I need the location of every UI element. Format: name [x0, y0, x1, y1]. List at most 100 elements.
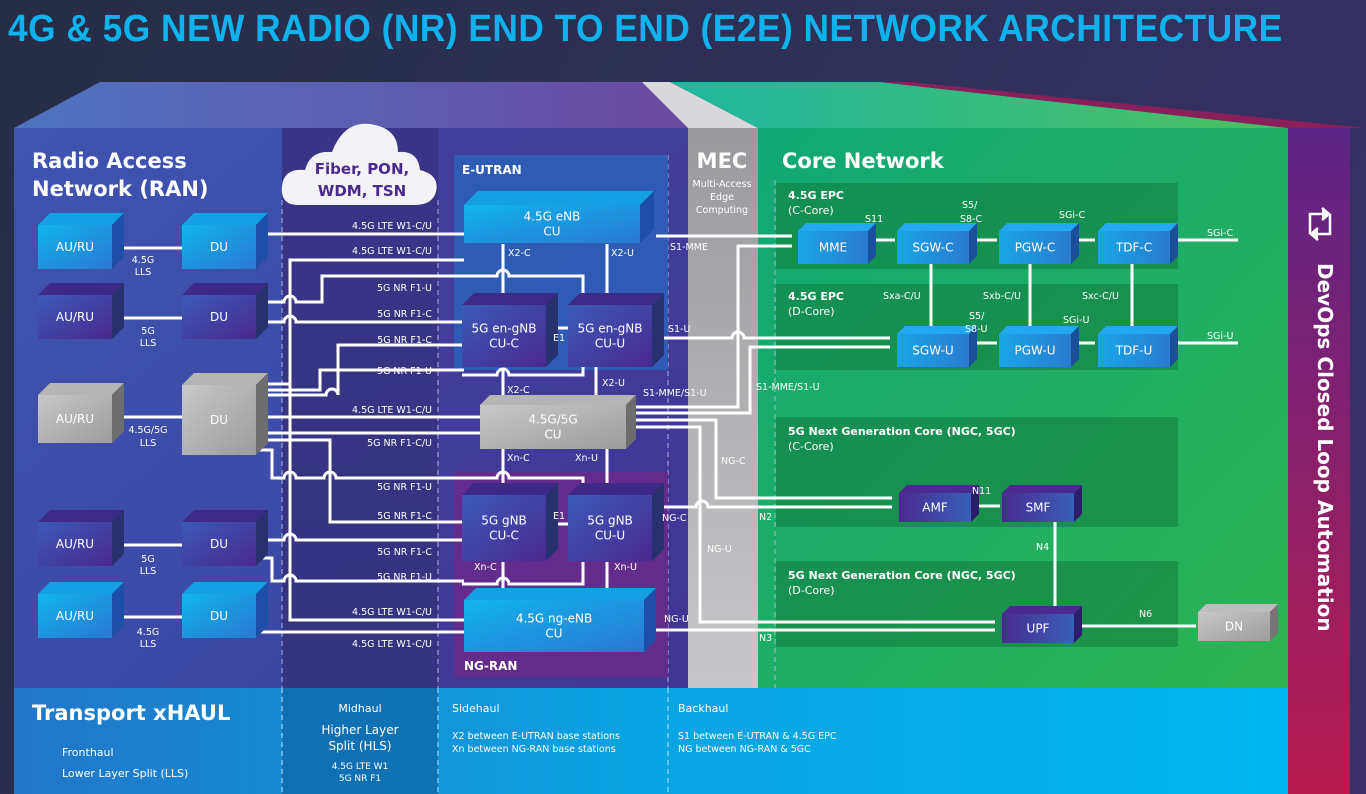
sgic-label: SGi-C	[1059, 210, 1085, 221]
gnb-cu-c-node-label: CU-C	[489, 529, 519, 543]
ru-node[interactable]: AU/RU	[38, 213, 124, 269]
n3-label: N3	[759, 633, 772, 644]
hls-label-1: Higher Layer	[321, 723, 398, 737]
midhaul-if-2: 5G NR F1	[339, 774, 381, 784]
ngc-c-title: 5G Next Generation Core (NGC, 5GC)	[788, 425, 1016, 438]
pgw-c-node[interactable]: PGW-C	[999, 223, 1079, 264]
n2-label: N2	[759, 512, 772, 523]
ng-enb-cu-node-label: 4.5G ng-eNB	[516, 612, 592, 626]
upf-node[interactable]: UPF	[1002, 606, 1082, 643]
smf-node[interactable]: SMF	[1002, 485, 1082, 522]
sxb-label: Sxb-C/U	[983, 291, 1021, 302]
s5c-label-2: S8-C	[960, 214, 983, 225]
sgw-u-node-label: SGW-U	[912, 344, 953, 358]
lls-label-1a: 4.5G	[132, 255, 154, 266]
ng-enb-cu-node-label: CU	[545, 627, 562, 641]
ran-top-face	[14, 82, 688, 128]
mec-line3: Computing	[696, 205, 748, 216]
lls-label-1b: LLS	[135, 267, 152, 278]
lls-label-2b: LLS	[140, 338, 157, 349]
n11-label: N11	[972, 486, 991, 497]
sxa-label: Sxa-C/U	[883, 291, 921, 302]
devops-label: DevOps Closed Loop Automation	[1313, 263, 1337, 632]
midhaul-link-label: 5G NR F1-U	[377, 482, 432, 493]
ru-node-label: AU/RU	[56, 310, 94, 324]
mme-node-label: MME	[819, 241, 847, 255]
cloud-label-line2: WDM, TSN	[318, 182, 406, 200]
e1-label-1: E1	[553, 333, 565, 344]
enb-cu-node-label: 4.5G eNB	[524, 210, 581, 224]
epc-c-title: 4.5G EPC	[788, 189, 844, 202]
ru-node[interactable]: AU/RU	[38, 510, 124, 566]
e1-label-2: E1	[553, 511, 565, 522]
x2u-label-1: X2-U	[611, 248, 634, 259]
eutran-label: E-UTRAN	[462, 163, 522, 177]
pgw-u-node[interactable]: PGW-U	[999, 326, 1079, 367]
mec-line1: Multi-Access	[693, 179, 752, 190]
xnc-label-1: Xn-C	[507, 453, 530, 464]
s5u-label-1: S5/	[969, 311, 985, 322]
ru-node[interactable]: AU/RU	[38, 582, 124, 638]
midhaul-label: Midhaul	[338, 702, 381, 715]
sgw-u-node[interactable]: SGW-U	[897, 326, 977, 367]
du-node[interactable]: DU	[182, 582, 268, 638]
du-node-label: DU	[210, 609, 228, 623]
midhaul-cell	[282, 688, 438, 794]
x2c-label-1: X2-C	[508, 248, 531, 259]
lls-label-5a: 4.5G	[137, 627, 159, 638]
midhaul-if-1: 4.5G LTE W1	[332, 762, 389, 772]
midhaul-link-label: 5G NR F1-C/U	[367, 438, 432, 449]
s11-label: S11	[865, 214, 883, 225]
devops-panel	[1288, 128, 1350, 794]
dn-node-label: DN	[1225, 620, 1243, 634]
connection-lines	[112, 232, 1238, 634]
amf-node[interactable]: AMF	[899, 485, 979, 522]
du-node[interactable]: DU	[182, 283, 268, 339]
midhaul-link-label: 4.5G LTE W1-C/U	[352, 607, 432, 618]
du-node[interactable]: DU	[182, 510, 268, 566]
en-gnb-cu-u-node-label: 5G en-gNB	[578, 322, 643, 336]
du-node[interactable]: DU	[182, 373, 268, 455]
ru-node-label: AU/RU	[56, 609, 94, 623]
du-node-label: DU	[210, 413, 228, 427]
dn-node[interactable]: DN	[1198, 604, 1278, 641]
du-node[interactable]: DU	[182, 213, 268, 269]
ngc-d-group	[776, 561, 1178, 647]
ngc-label-1: NG-C	[721, 456, 746, 467]
s1mme-label: S1-MME	[670, 242, 708, 253]
link-labels: 4.5G LLS 5G LLS 4.5G/5G LLS 5G LLS 4.5G …	[128, 255, 167, 650]
midhaul-link-label: 5G NR F1-U	[377, 283, 432, 294]
lls-label-3a: 4.5G/5G	[128, 425, 167, 436]
sxc-label: Sxc-C/U	[1082, 291, 1119, 302]
midhaul-link-label: 5G NR F1-U	[377, 572, 432, 583]
midhaul-link-label: 5G NR F1-C	[377, 335, 432, 346]
x2c-label-2: X2-C	[507, 385, 530, 396]
ru-node[interactable]: AU/RU	[38, 383, 124, 443]
en-gnb-cu-u-node-label: CU-U	[595, 337, 625, 351]
backhaul-label: Backhaul	[678, 702, 728, 715]
tdf-c-node[interactable]: TDF-C	[1098, 223, 1178, 264]
mec-line2: Edge	[710, 192, 734, 203]
lls-label-5b: LLS	[140, 639, 157, 650]
hls-label-2: Split (HLS)	[328, 739, 391, 753]
ran-title-line2: Network (RAN)	[32, 177, 209, 201]
sidehaul-line1: X2 between E-UTRAN base stations	[452, 731, 620, 742]
en-gnb-cu-c-node-label: CU-C	[489, 337, 519, 351]
s5c-label-1: S5/	[962, 200, 978, 211]
ru-node[interactable]: AU/RU	[38, 283, 124, 339]
sgw-c-node[interactable]: SGW-C	[897, 223, 977, 264]
tdf-u-node-label: TDF-U	[1115, 344, 1153, 358]
mme-node[interactable]: MME	[798, 223, 876, 264]
midhaul-link-label: 5G NR F1-C	[377, 547, 432, 558]
ran-title-line1: Radio Access	[32, 149, 187, 173]
tdf-u-node[interactable]: TDF-U	[1098, 326, 1178, 367]
du-node-label: DU	[210, 537, 228, 551]
